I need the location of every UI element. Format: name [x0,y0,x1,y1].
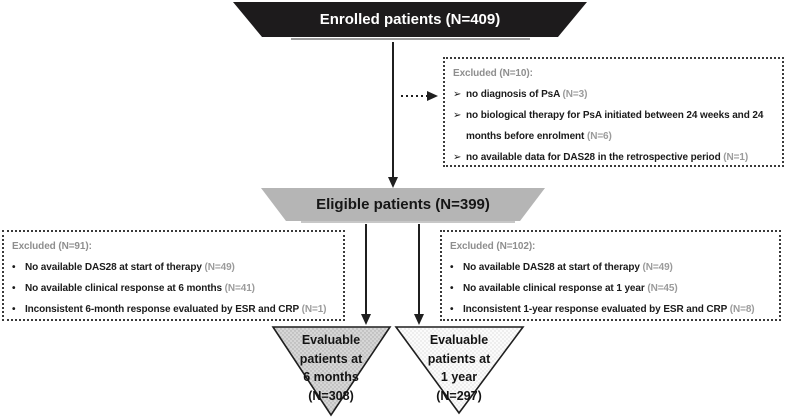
dot-bullet-icon: • [450,304,454,315]
item-text: no available data for DAS28 in the retro… [466,152,721,163]
excluded-6-months-item: • No available clinical response at 6 mon… [12,278,335,299]
arrow-dotted-to-excluded-enrollment [401,91,438,101]
label-line: Evaluable [301,333,361,347]
label-line: (N=297) [436,388,482,403]
excluded-enrollment-item: ➢ no available data for DAS28 in the retr… [453,147,774,168]
node-eligible-patients: Eligible patients (N=399) [261,188,545,221]
label-line: Evaluable [429,333,489,347]
item-count: (N=6) [586,131,612,142]
excluded-6-months-item: •No available DAS28 at start of therapy … [12,257,335,278]
label-line: patients at [427,351,491,366]
item-count: (N=8) [729,304,755,315]
dot-bullet-icon: • [12,262,16,273]
item-count: (N=49) [204,262,235,273]
excluded-enrollment-box: Excluded (N=10): ➢ no diagnosis of PsA (N… [443,57,784,167]
item-text: No available clinical response at 1 year [463,283,645,294]
excluded-1-year-box: Excluded (N=102): • No available DAS28 at… [440,230,781,321]
item-count: (N=45) [647,283,678,294]
chevron-bullet-icon: ➢ [453,152,462,163]
item-text: No available DAS28 at start of therapy [463,262,640,273]
dot-bullet-icon: • [12,283,16,294]
chevron-bullet-icon: ➢ [453,110,462,121]
excluded-1-year-item: •No available DAS28 at start of therapy … [450,257,771,278]
enrolled-shadow-line [291,38,530,40]
label-line: 1 year [440,370,478,384]
item-text: Inconsistent 1-year response evaluated b… [463,304,728,315]
item-count: (N=3) [562,89,588,100]
dot-bullet-icon: • [450,283,454,294]
arrow-eligible-to-evaluable-1y [414,224,424,325]
item-count: (N=41) [224,283,255,294]
eligible-shadow-line [301,221,515,223]
dot-bullet-icon: • [450,262,454,273]
eligible-patients-label: Eligible patients (N=399) [316,196,490,213]
label-line: patients at [299,351,363,366]
excluded-6-months-item: • Inconsistent 6-month response evaluated… [12,299,335,320]
arrow-enrolled-to-eligible [388,42,398,188]
excluded-1-year-item: • Inconsistent 1-year response evaluated … [450,299,771,320]
item-text: No available clinical response at 6 mont… [25,283,222,294]
excluded-6-months-box: Excluded (N=91): • No available DAS28 at … [2,230,345,321]
evaluable-1-year-label: Evaluable patients at 1 year (N=297) [399,331,519,405]
item-text: no biological therapy for PsA initiated … [466,110,764,142]
item-count: (N=1) [301,304,327,315]
excluded-enrollment-item: ➢ no biological therapy for PsA initiated… [453,105,774,147]
item-count: (N=1) [723,152,749,163]
evaluable-6-months-label: Evaluable patients at 6 months (N=308) [271,331,391,405]
dot-bullet-icon: • [12,304,16,315]
excluded-enrollment-item: ➢ no diagnosis of PsA (N=3) [453,84,774,105]
arrow-eligible-to-evaluable-6m [361,224,371,325]
item-count: (N=49) [642,262,673,273]
label-line: 6 months [303,370,359,384]
excluded-1-year-item: • No available clinical response at 1 yea… [450,278,771,299]
chevron-bullet-icon: ➢ [453,89,462,100]
excluded-1-year-title: Excluded (N=102): [450,241,536,252]
item-text: no diagnosis of PsA [466,89,560,100]
item-text: No available DAS28 at start of therapy [25,262,202,273]
item-text: Inconsistent 6-month response evaluated … [25,304,299,315]
excluded-6-months-title: Excluded (N=91): [12,241,92,252]
excluded-enrollment-title: Excluded (N=10): [453,68,533,79]
node-enrolled-patients: Enrolled patients (N=409) [233,2,587,37]
label-line: (N=308) [308,388,354,403]
enrolled-patients-label: Enrolled patients (N=409) [319,11,501,28]
